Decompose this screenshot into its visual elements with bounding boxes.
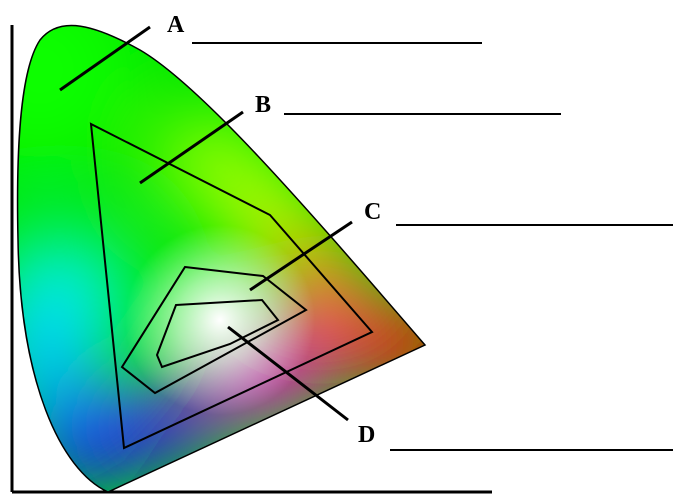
leader-line-b bbox=[139, 110, 244, 185]
gamut-c-outline bbox=[120, 265, 308, 395]
label-b: B bbox=[255, 92, 271, 118]
gamut-d-outline bbox=[155, 298, 280, 369]
leader-line-d bbox=[227, 325, 349, 422]
label-c: C bbox=[364, 199, 381, 225]
leader-line-a bbox=[59, 25, 151, 92]
label-d: D bbox=[358, 422, 375, 448]
label-a: A bbox=[167, 12, 185, 38]
spectral-locus-outline bbox=[16, 24, 427, 493]
leader-line-c bbox=[249, 220, 353, 292]
gamut-b-outline bbox=[89, 122, 374, 450]
